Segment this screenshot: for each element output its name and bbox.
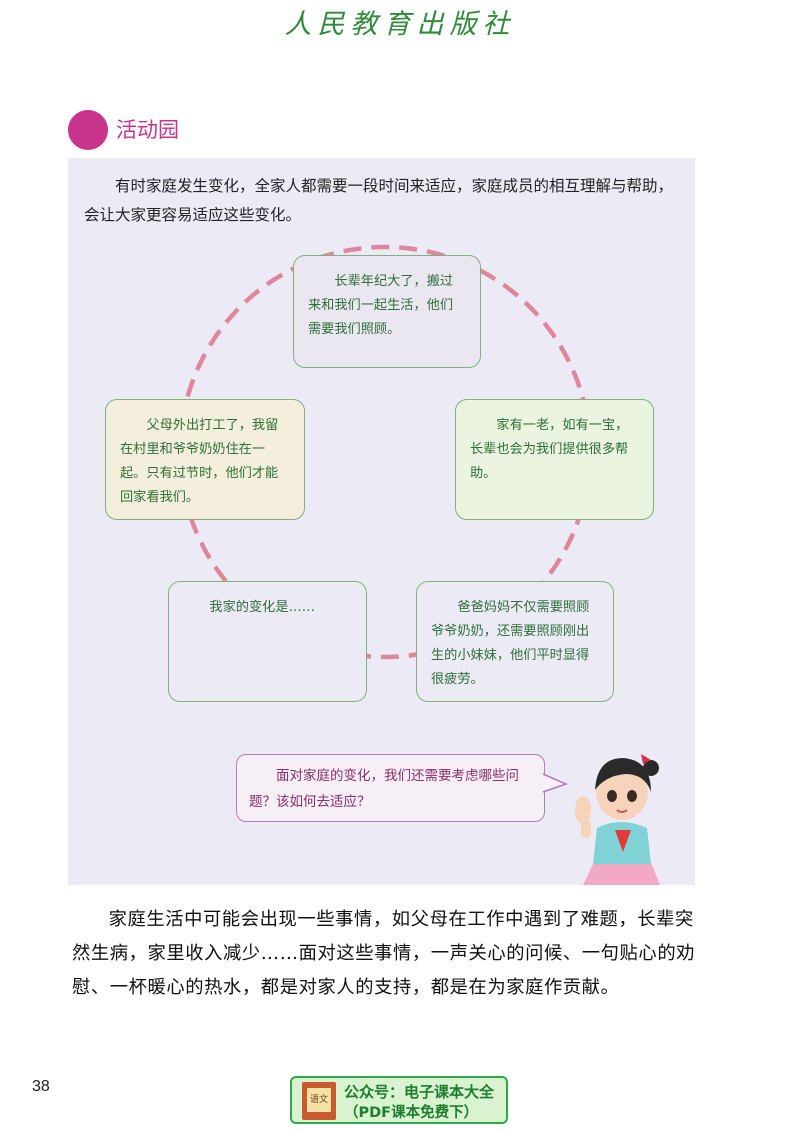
intro-paragraph: 有时家庭发生变化，全家人都需要一段时间来适应，家庭成员的相互理解与帮助，会让大家… [84, 177, 674, 224]
card-text: 我家的变化是…… [209, 600, 315, 615]
publisher-logo: 人民教育出版社 [284, 9, 516, 40]
section-title: 活动园 [116, 118, 179, 142]
card-text: 爸爸妈妈不仅需要照顾爷爷奶奶，还需要照顾刚出生的小妹妹，他们平时显得很疲劳。 [431, 600, 590, 687]
section-marker [68, 110, 108, 150]
card-text: 长辈年纪大了，搬过来和我们一起生活，他们需要我们照顾。 [308, 274, 454, 337]
girl-illustration [575, 754, 660, 885]
body-paragraph: 家庭生活中可能会出现一些事情，如父母在工作中遇到了难题，长辈突然生病，家里收入减… [72, 909, 696, 998]
card-parents-away: 父母外出打工了，我留在村里和爷爷奶奶住在一起。只有过节时，他们才能回家看我们。 [105, 399, 305, 520]
promo-line-1: 公众号：电子课本大全 [344, 1083, 495, 1101]
book-icon-label: 语文 [307, 1088, 331, 1112]
card-new-sister: 爸爸妈妈不仅需要照顾爷爷奶奶，还需要照顾刚出生的小妹妹，他们平时显得很疲劳。 [416, 581, 614, 702]
promo-banner: 语文 公众号：电子课本大全 （PDF课本免费下） [290, 1076, 508, 1124]
speech-bubble-tail [542, 773, 569, 793]
book-icon: 语文 [302, 1082, 336, 1120]
card-text: 父母外出打工了，我留在村里和爷爷奶奶住在一起。只有过节时，他们才能回家看我们。 [120, 418, 279, 505]
page-number: 38 [32, 1078, 50, 1095]
card-text: 家有一老，如有一宝，长辈也会为我们提供很多帮助。 [470, 418, 629, 481]
card-my-family-change: 我家的变化是…… [168, 581, 367, 702]
speech-bubble-text: 面对家庭的变化，我们还需要考虑哪些问题？该如何去适应？ [249, 768, 519, 810]
speech-bubble: 面对家庭的变化，我们还需要考虑哪些问题？该如何去适应？ [236, 754, 545, 822]
card-elders-moved-in: 长辈年纪大了，搬过来和我们一起生活，他们需要我们照顾。 [293, 255, 481, 368]
card-elders-help: 家有一老，如有一宝，长辈也会为我们提供很多帮助。 [455, 399, 654, 520]
promo-line-2: （PDF课本免费下） [344, 1105, 479, 1121]
